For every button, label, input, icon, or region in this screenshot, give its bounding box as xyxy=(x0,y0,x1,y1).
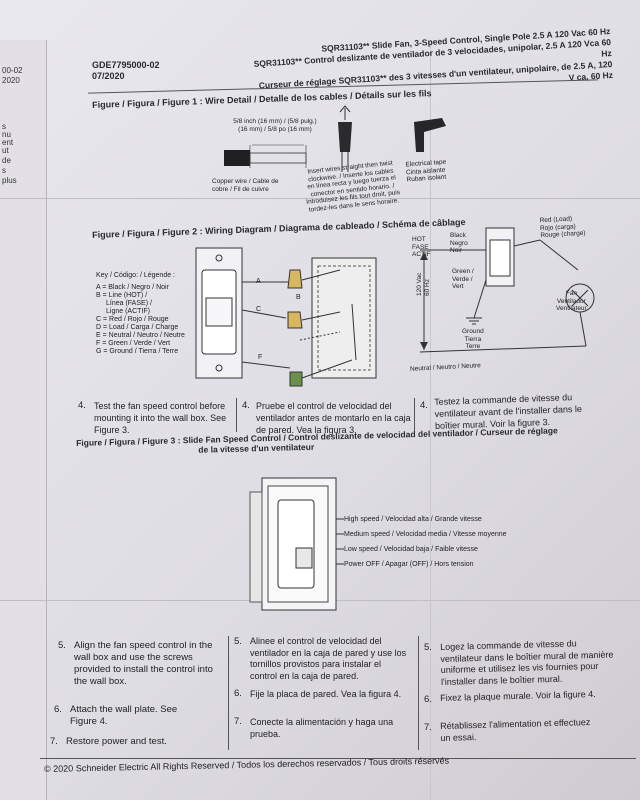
step6-es: Fije la placa de pared. Vea la figura 4. xyxy=(250,689,402,699)
wiring xyxy=(241,269,357,387)
step4-en-number: 4. xyxy=(78,400,86,411)
wall-box xyxy=(311,257,377,379)
footer-rule xyxy=(40,758,636,759)
strip-text: s xyxy=(2,166,6,175)
strip-length-label: 5/8 inch (16 mm) / (5/8 pulg.)(16 mm) / … xyxy=(233,118,317,133)
doc-number: GDE7795000-02 xyxy=(92,60,160,70)
left-page-strip: 00-02 2020 s nu ent ut de s plus xyxy=(0,40,47,800)
doc-date: 07/2020 xyxy=(92,71,125,81)
step4-es-number: 4. xyxy=(242,400,250,411)
strip-text: ent xyxy=(2,138,14,147)
fan-control-switch xyxy=(195,247,243,379)
schematic xyxy=(419,227,595,353)
step7-es-number: 7. xyxy=(234,716,242,727)
wire-letter-f: F xyxy=(258,354,263,361)
step5-es-number: 5. xyxy=(234,636,242,647)
column-divider xyxy=(228,636,229,750)
paper-fold xyxy=(430,40,431,800)
step5-en-number: 5. xyxy=(58,640,66,651)
wire-letter-c: C xyxy=(256,306,262,313)
speed-medium-label: Medium speed / Velocidad media / Vitesse… xyxy=(344,531,507,538)
speed-off-label: Power OFF / Apagar (OFF) / Hors tension xyxy=(344,561,474,568)
paper-fold xyxy=(0,198,640,199)
wire-letter-b: B xyxy=(296,294,301,301)
step6-fr-number: 6. xyxy=(424,694,432,705)
strip-text: nu xyxy=(2,130,11,139)
column-divider xyxy=(414,398,415,432)
step4-fr-number: 4. xyxy=(420,400,428,411)
speed-low-label: Low speed / Velocidad baja / Faible vite… xyxy=(344,546,478,553)
strip-text: plus xyxy=(2,176,17,185)
green-label: Green /Verde /Vert xyxy=(452,268,474,290)
step6-en-number: 6. xyxy=(54,704,62,715)
step6-es-number: 6. xyxy=(234,688,242,699)
column-divider xyxy=(236,398,237,432)
slide-control-illustration xyxy=(249,477,344,611)
strip-text: de xyxy=(2,156,11,165)
speed-high-label: High speed / Velocidad alta / Grande vit… xyxy=(344,516,482,523)
step5-fr-number: 5. xyxy=(424,642,432,653)
strip-text: s xyxy=(2,122,6,131)
electrical-tape-illustration xyxy=(414,118,446,152)
step7-en: Restore power and test. xyxy=(66,736,167,747)
doc-header-left: GDE7795000-02 07/2020 xyxy=(92,60,160,82)
wire-nut-illustration xyxy=(338,105,352,172)
strip-text: 00-02 xyxy=(2,66,23,75)
wire-key: Key / Código: / Légende : A = Black / Ne… xyxy=(96,272,185,355)
step7-en-number: 7. xyxy=(50,736,58,747)
copper-wire-illustration xyxy=(224,144,307,168)
strip-text: ut xyxy=(2,146,9,155)
strip-text: 2020 xyxy=(2,76,20,85)
column-divider xyxy=(418,636,419,750)
step7-fr-number: 7. xyxy=(424,722,432,733)
